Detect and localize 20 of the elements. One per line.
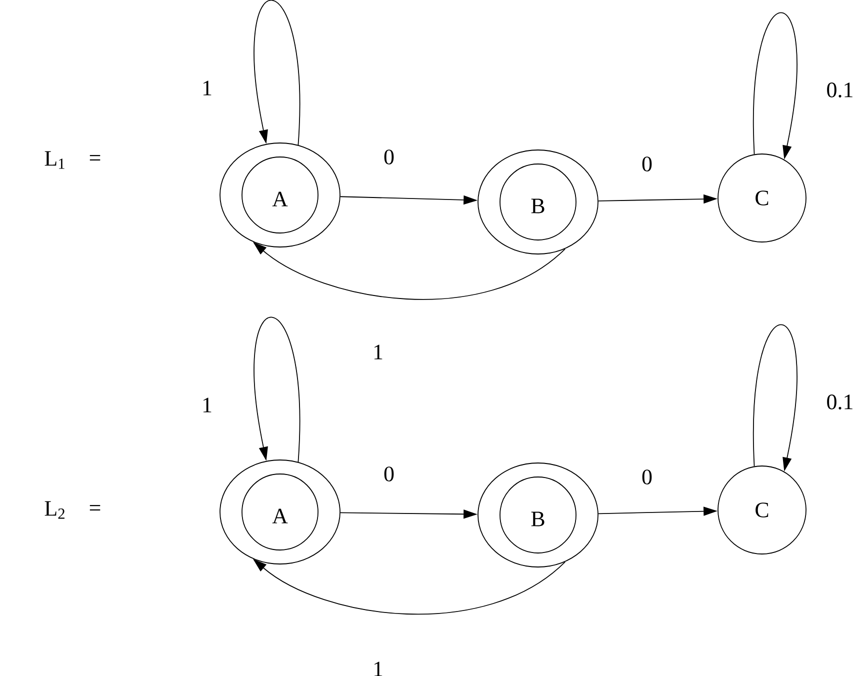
edge-label: 0.1 — [827, 394, 852, 410]
language-label: = — [90, 154, 100, 160]
accepting-state: A — [220, 460, 340, 564]
language-label: L$_{2}$ — [44, 501, 64, 519]
accepting-state: A — [220, 142, 340, 248]
accepting-state: B — [478, 150, 598, 254]
edge-label: 0 — [642, 156, 652, 172]
edge-label: 1 — [203, 80, 212, 96]
edge-label: 0 — [384, 466, 394, 482]
edge-label: 0 — [642, 470, 652, 484]
language-label: L$_{1}$ — [44, 151, 64, 169]
edge-label: 0 — [384, 150, 394, 164]
edge-label: 1 — [374, 662, 382, 676]
arrow — [254, 316, 300, 462]
edge-label: 1 — [374, 344, 382, 360]
accepting-state: B — [478, 462, 598, 568]
edge-label: 0.1 — [827, 82, 852, 98]
arrow — [254, 0, 300, 146]
language-label: = — [90, 504, 100, 510]
edge-label: 1 — [203, 398, 212, 412]
